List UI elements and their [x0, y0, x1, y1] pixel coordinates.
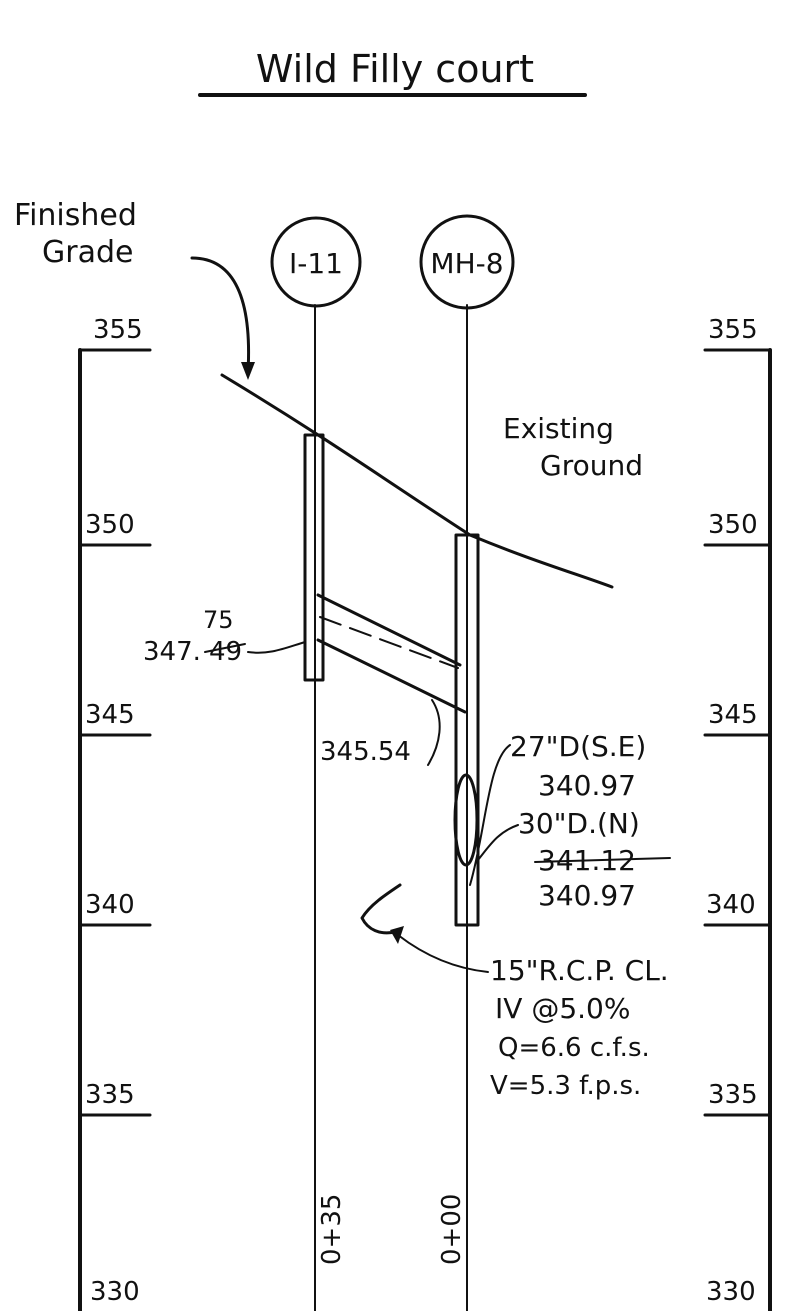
- pipe-invert: [316, 638, 467, 714]
- right-elev-355: 355: [708, 315, 758, 345]
- i11-invert-strikeout: [204, 643, 246, 653]
- i11-invert-revised: 75: [203, 606, 234, 634]
- inlet-leader: [469, 744, 511, 886]
- mh8-callout-circle: [419, 214, 515, 310]
- inlet-30-label: 30"D.(N): [518, 807, 640, 840]
- left-elev-345: 345: [85, 700, 135, 730]
- existing-ground-label-line1: Existing: [503, 412, 614, 445]
- right-elev-335: 335: [708, 1080, 758, 1110]
- i11-invert-struck: 49: [209, 637, 242, 667]
- pipe-spec-arrowhead: [390, 926, 404, 944]
- pipe-mark-squiggle: [360, 883, 402, 935]
- left-elev-340: 340: [85, 890, 135, 920]
- pipe-invert-leader: [427, 699, 441, 766]
- i11-inlet-structure: [303, 433, 325, 682]
- right-scale-ticks: [703, 348, 772, 1117]
- right-elev-350: 350: [708, 510, 758, 540]
- pipe-crown: [316, 593, 462, 667]
- right-elev-345: 345: [708, 700, 758, 730]
- pipe-spec-line1: 15"R.C.P. CL.: [490, 954, 669, 987]
- pipe-spec-line2: IV @5.0%: [495, 992, 630, 1025]
- inlet-30-leader: [477, 824, 519, 861]
- i11-label: I-11: [289, 247, 343, 280]
- i11-invert-leader: [247, 641, 306, 654]
- left-elev-335: 335: [85, 1080, 135, 1110]
- pipe-invert-elevation: 345.54: [320, 737, 411, 767]
- mh8-label: MH-8: [430, 247, 503, 280]
- finished-grade-arrowhead: [241, 362, 255, 380]
- right-elev-330: 330: [706, 1277, 756, 1307]
- left-elev-350: 350: [85, 510, 135, 540]
- pipe-spec-line3: Q=6.6 c.f.s.: [498, 1033, 650, 1063]
- existing-ground-label-line2: Ground: [540, 449, 643, 482]
- i11-station: 0+35: [317, 1194, 347, 1265]
- pipe-spec-line4: V=5.3 f.p.s.: [490, 1071, 641, 1101]
- i11-invert-label: 347.: [143, 637, 201, 667]
- mh8-station: 0+00: [437, 1194, 467, 1265]
- left-scale-ticks: [78, 348, 152, 1117]
- left-elev-330: 330: [90, 1277, 140, 1307]
- finished-grade-label-line1: Finished: [14, 198, 137, 233]
- inlet-30-strikeout: [534, 857, 671, 863]
- inlet-27-elevation: 340.97: [538, 769, 636, 802]
- mh8-manhole-structure: [454, 533, 480, 927]
- right-elev-340: 340: [706, 890, 756, 920]
- inlet-27-label: 27"D(S.E): [510, 730, 646, 763]
- finished-grade-leader: [190, 256, 251, 374]
- finished-grade-line: [220, 373, 614, 589]
- pipe-hydraulic-grade: [319, 616, 459, 669]
- inlet-connection-ellipse: [453, 773, 479, 867]
- finished-grade-label-line2: Grade: [42, 235, 133, 270]
- i11-callout-circle: [270, 216, 362, 308]
- sheet-title: Wild Filly court: [256, 47, 534, 91]
- inlet-30-elevation: 340.97: [538, 879, 636, 912]
- pipe-spec-leader: [397, 934, 489, 973]
- left-elev-355: 355: [93, 315, 143, 345]
